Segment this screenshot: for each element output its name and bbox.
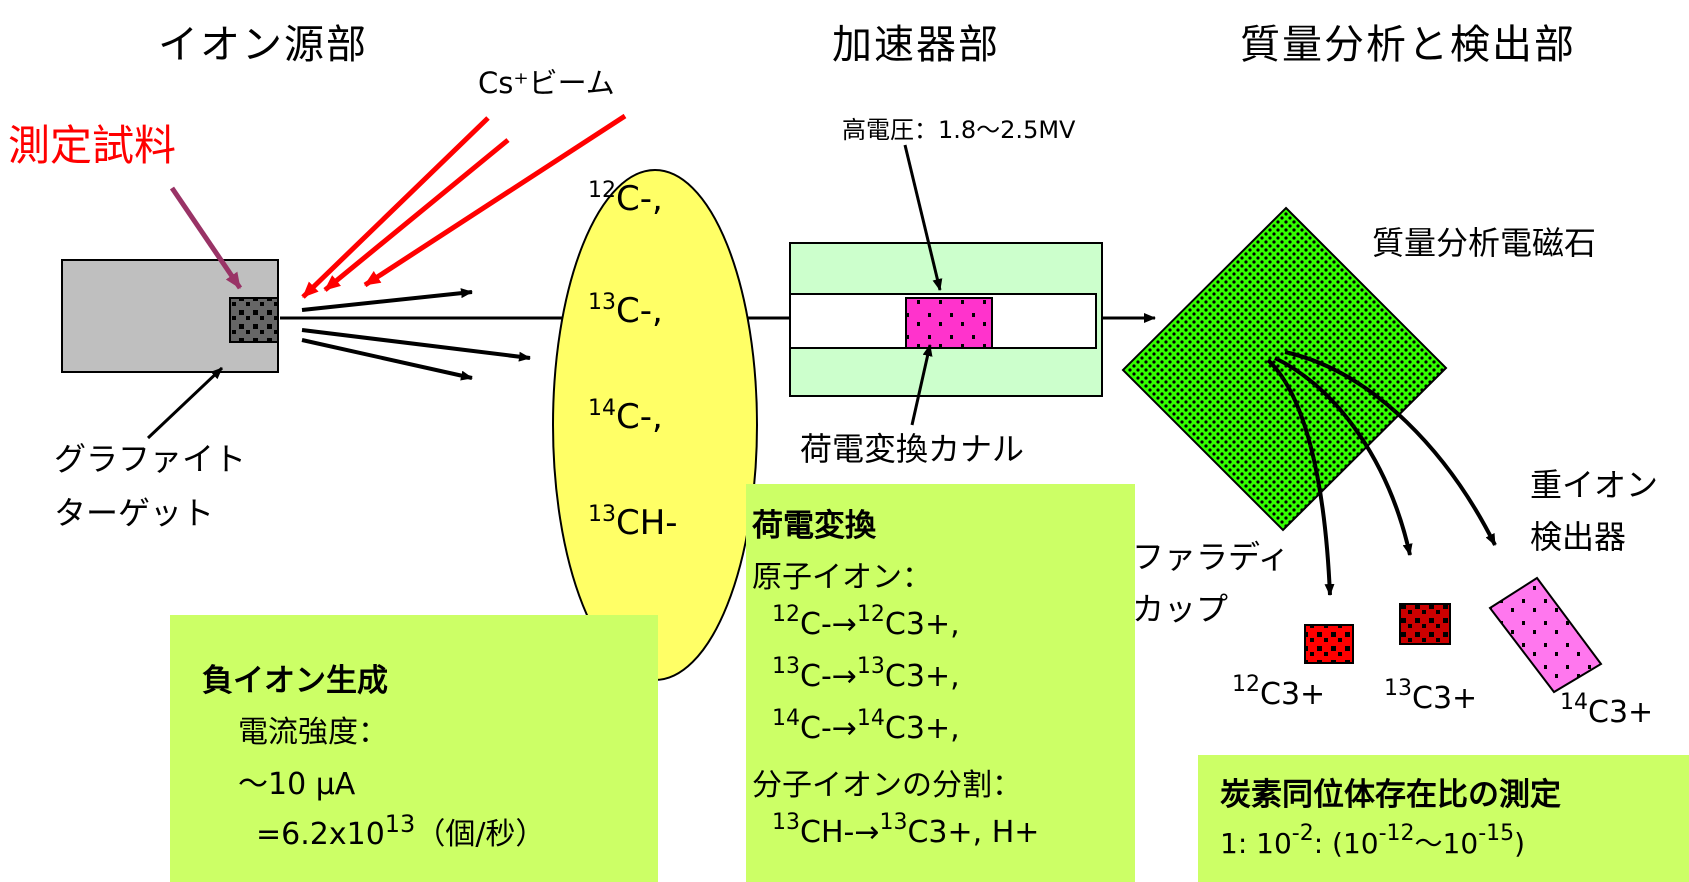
detected-14c3plus: 14C3+ [1560,690,1654,730]
ion-13ch-minus: 13CH- [588,502,678,543]
label-magnet: 質量分析電磁石 [1372,224,1597,262]
box-charge-exchange-title: 荷電変換 [752,508,876,544]
sample-arrow [169,186,243,290]
box-charge-exchange-sub1: 原子イオン： [752,560,932,595]
label-faraday-1: ファラディ [1132,538,1290,576]
header-mass-analysis: 質量分析と検出部 [1240,22,1576,68]
reaction-12c: 12C-→12C3+, [772,602,960,642]
label-stripper-canal: 荷電変換カナル [800,430,1025,468]
box-negative-ion-line2: ～10 μA [238,767,356,802]
box-isotope-ratio-title: 炭素同位体存在比の測定 [1220,777,1561,813]
box-negative-ion-title: 負イオン生成 [202,663,388,699]
high-voltage-arrow [903,144,943,291]
header-accelerator: 加速器部 [832,22,1000,68]
label-sample: 測定試料 [8,121,177,170]
label-faraday-2: カップ [1132,590,1229,628]
label-cs-beam: Cs⁺ビーム [478,66,615,100]
ion-14c-minus: 14C-, [588,396,663,437]
beam-path-12c [1266,358,1335,596]
label-heavy-detector-1: 重イオン [1530,466,1659,504]
label-graphite-2: ターゲット [54,494,215,532]
reaction-13c: 13C-→13C3+, [772,654,960,694]
graphite-arrow [146,366,224,440]
beam-path-14c [1284,350,1497,546]
box-charge-exchange: 荷電変換 原子イオン： 12C-→12C3+, 13C-→13C3+, 14C-… [746,484,1135,882]
label-high-voltage: 高電圧：1.8～2.5MV [842,116,1076,144]
box-negative-ion-line3: =6.2x1013（個/秒） [256,810,546,852]
cs-beam-arrow [301,116,490,299]
label-heavy-detector-2: 検出器 [1530,518,1627,556]
box-charge-exchange-sub2: 分子イオンの分割： [752,768,1022,803]
canal-arrow [910,344,933,426]
box-isotope-ratio: 炭素同位体存在比の測定 1: 10-2: (10-12～10-15) [1198,755,1689,882]
box-isotope-ratio-values: 1: 10-2: (10-12～10-15) [1220,821,1526,860]
header-ion-source: イオン源部 [158,22,368,68]
box-negative-ion-line1: 電流強度： [238,715,388,750]
label-graphite-1: グラファイト [54,440,247,478]
beam-path-13c [1274,356,1413,556]
ion-12c-minus: 12C-, [588,178,663,219]
detected-13c3plus: 13C3+ [1384,676,1478,716]
box-negative-ion: 負イオン生成 電流強度： ～10 μA =6.2x1013（個/秒） [170,615,658,882]
reaction-14c: 14C-→14C3+, [772,706,960,746]
beam-arrow [301,288,473,312]
reaction-13ch: 13CH-→13C3+, H+ [772,810,1040,850]
detected-12c3plus: 12C3+ [1232,672,1326,712]
ion-13c-minus: 13C-, [588,290,663,331]
